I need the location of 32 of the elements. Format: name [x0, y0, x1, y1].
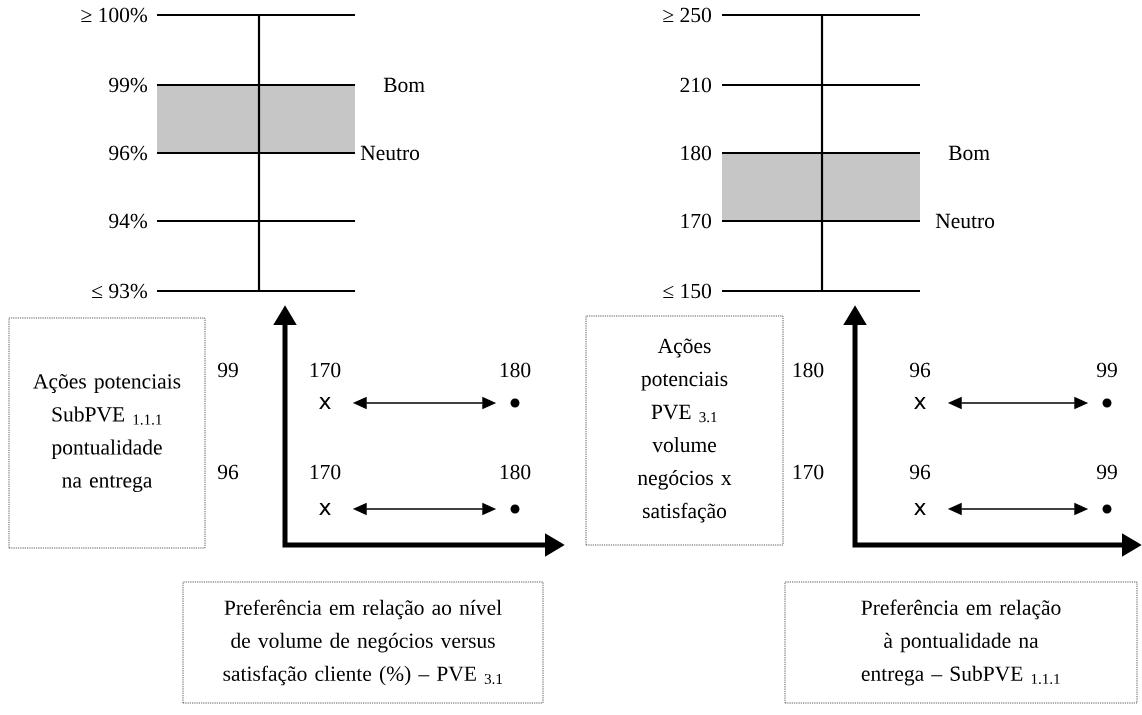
scale-label: 94% [109, 213, 148, 229]
text-box: Preferência em relação à pontualidade na entrega – SubPVE $_{1.1.1}$ [784, 581, 1138, 704]
x-mark: x [914, 503, 926, 515]
dot-mark [1102, 504, 1112, 514]
value-label: 99 [1096, 362, 1117, 378]
dot-mark [510, 398, 520, 408]
x-mark: x [914, 397, 926, 409]
dot-mark [1102, 398, 1112, 408]
value-label: 170 [310, 464, 341, 480]
value-label: 96 [909, 362, 931, 378]
value-label: 180 [500, 362, 531, 378]
scale-label: 180 [681, 145, 711, 161]
value-label: 180 [500, 464, 531, 480]
scale-label: Neutro [935, 213, 995, 229]
scale-label: 96% [109, 145, 148, 161]
dot-mark [510, 504, 520, 514]
scale-label: Neutro [360, 145, 420, 161]
scale-label: 170 [681, 213, 711, 229]
value-label: 170 [310, 362, 341, 378]
scale-label: Bom [948, 145, 990, 161]
value-label: 96 [909, 464, 931, 480]
scale-label: ≥ 100% [81, 7, 148, 23]
text-box: Preferência em relação ao nível de volume de negócios versus satisfação cliente (%) – PVE $_{3.1}$ [182, 581, 544, 704]
text-box: Ações potenciais PVE $_{3.1}$ volume negócios x satisfação [585, 315, 784, 546]
text-box: Ações potenciais SubPVE $_{1.1.1}$ pontualidade na entrega [8, 317, 206, 549]
scale-label: 210 [680, 77, 711, 93]
scale-label: 99% [109, 77, 148, 93]
scale-label: ≥ 250 [663, 7, 711, 23]
x-mark: x [319, 503, 331, 515]
scale-label: Bom [383, 77, 425, 93]
x-mark: x [319, 397, 331, 409]
value-label: 99 [1096, 464, 1117, 480]
